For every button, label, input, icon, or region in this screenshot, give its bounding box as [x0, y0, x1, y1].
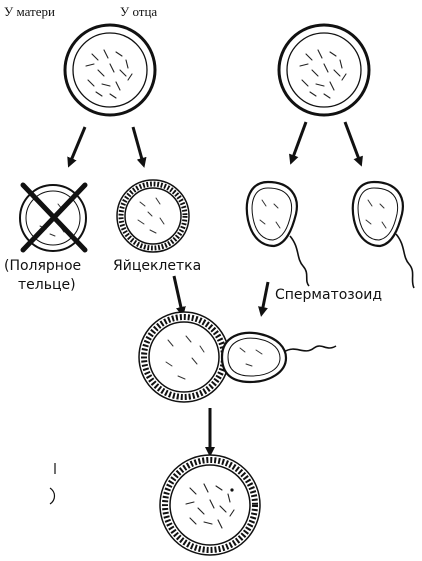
fertilization-egg: [139, 312, 229, 402]
egg-cell: [117, 180, 189, 252]
father-diploid-cell: [279, 25, 369, 115]
scan-marks: [50, 463, 55, 504]
sperm-cell-left: [247, 182, 309, 286]
arrow-to-sperm-left: [292, 122, 306, 160]
arrow-egg-to-fertilization: [174, 276, 182, 312]
arrow-to-sperm-right: [345, 122, 360, 162]
arrow-to-polar-body: [70, 127, 85, 163]
mother-diploid-cell: [65, 25, 155, 115]
arrow-to-egg: [133, 127, 143, 163]
arrow-sperm-to-fertilization: [262, 282, 268, 312]
fertilizing-sperm: [222, 333, 336, 382]
zygote-cell: [160, 455, 260, 555]
sperm-cell-right: [353, 182, 414, 288]
